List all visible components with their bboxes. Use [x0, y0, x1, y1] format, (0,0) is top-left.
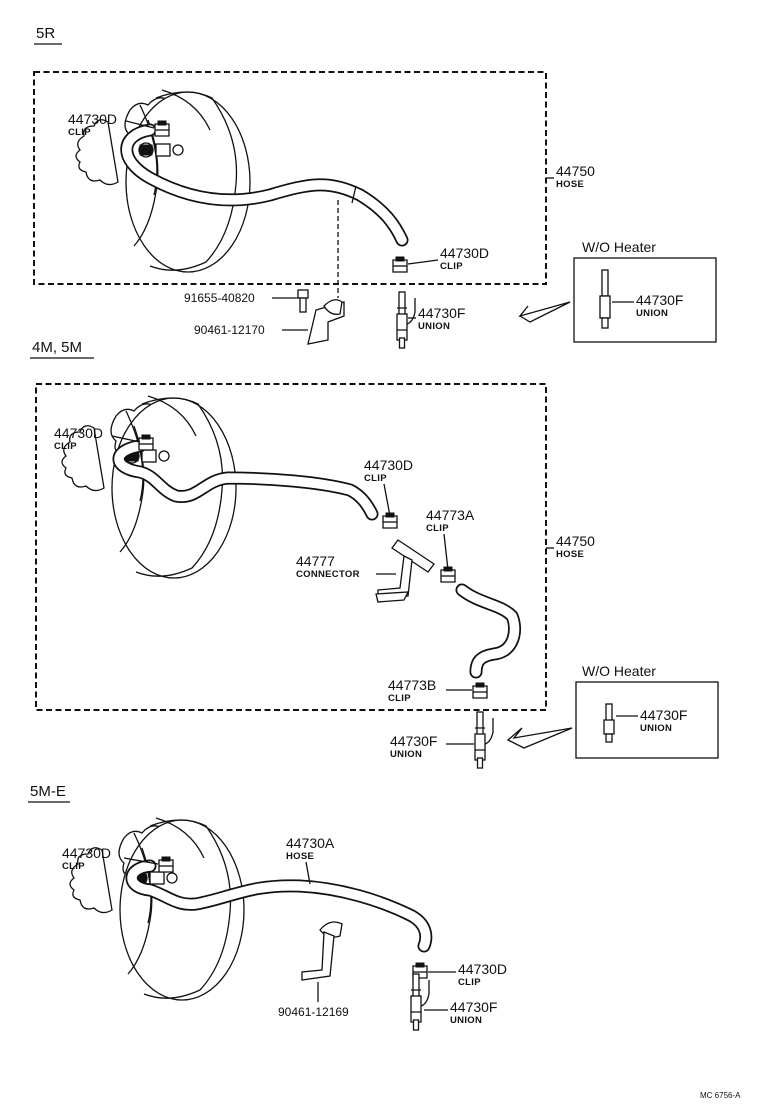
arrow-to-union	[518, 301, 571, 323]
svg-text:HOSE: HOSE	[286, 851, 314, 862]
hose-inner	[122, 125, 407, 245]
callout-union: 44730F UNION	[424, 999, 497, 1026]
callout-clip-end: 44730D CLIP	[428, 961, 507, 988]
svg-text:CLIP: CLIP	[364, 473, 387, 484]
union-44730f	[396, 291, 416, 349]
section-title: 5M-E	[30, 783, 66, 800]
callout-clip-top: 44730D CLIP	[54, 425, 141, 452]
bolt-91655	[297, 289, 309, 313]
svg-text:UNION: UNION	[636, 308, 668, 319]
svg-text:44730D: 44730D	[458, 961, 507, 977]
callout-clip-end: 44730D CLIP	[407, 245, 489, 272]
callout-union: 44730F UNION	[390, 733, 474, 760]
svg-text:44730D: 44730D	[54, 425, 103, 441]
callout-clip-top: 44730D CLIP	[62, 845, 159, 872]
svg-text:CLIP: CLIP	[54, 441, 77, 452]
svg-text:UNION: UNION	[450, 1015, 482, 1026]
svg-text:44773A: 44773A	[426, 507, 475, 523]
svg-text:UNION: UNION	[390, 749, 422, 760]
svg-text:90461-12169: 90461-12169	[278, 1005, 349, 1019]
callout-bracket: 90461-12169	[278, 982, 349, 1019]
svg-text:44730D: 44730D	[68, 111, 117, 127]
section-5m-e: 5M-E 44730D CLIP 44730A HOSE 44730D CLIP	[28, 783, 507, 1031]
callout-clip-a: 44773A CLIP	[426, 507, 475, 571]
callout-bolt: 91655-40820	[184, 291, 298, 305]
svg-text:CLIP: CLIP	[68, 127, 91, 138]
callout-clip-top: 44730D CLIP	[68, 111, 155, 138]
svg-text:44773B: 44773B	[388, 677, 436, 693]
svg-text:CLIP: CLIP	[458, 977, 481, 988]
callout-clip-b: 44773B CLIP	[388, 677, 472, 704]
section-title: 4M, 5M	[32, 339, 82, 356]
svg-text:44730F: 44730F	[390, 733, 437, 749]
arrow-to-union	[506, 727, 573, 749]
callout-bracket: 90461-12170	[194, 323, 308, 337]
svg-text:44750: 44750	[556, 533, 595, 549]
union-inset	[599, 269, 611, 329]
hose-inner	[457, 585, 520, 677]
wo-heater-inset: W/O Heater 44730F UNION	[506, 663, 719, 759]
svg-text:44730F: 44730F	[418, 305, 465, 321]
svg-text:91655-40820: 91655-40820	[184, 291, 255, 305]
svg-text:44750: 44750	[556, 163, 595, 179]
callout-hose: 44730A HOSE	[286, 835, 335, 885]
callout-clip-mid: 44730D CLIP	[364, 457, 413, 517]
callout-connector: 44777 CONNECTOR	[296, 553, 396, 580]
svg-text:CLIP: CLIP	[440, 261, 463, 272]
svg-text:HOSE: HOSE	[556, 179, 584, 190]
svg-text:44730D: 44730D	[62, 845, 111, 861]
svg-text:44730F: 44730F	[450, 999, 497, 1015]
section-4m-5m: 4M, 5M 44730D CLIP 44730D CLIP	[30, 339, 719, 769]
svg-text:44730F: 44730F	[640, 707, 687, 723]
svg-text:44730F: 44730F	[636, 292, 683, 308]
callout-hose: 44750 HOSE	[546, 163, 595, 190]
hose-inner	[127, 861, 431, 951]
hose-marking	[351, 185, 357, 204]
svg-text:HOSE: HOSE	[556, 549, 584, 560]
union-44730f	[474, 711, 494, 769]
svg-text:90461-12170: 90461-12170	[194, 323, 265, 337]
callout-union: 44730F UNION	[408, 305, 465, 332]
bracket-90461-12170	[307, 299, 345, 345]
svg-text:44730A: 44730A	[286, 835, 335, 851]
section-5r: 5R 44730D CLIP 44750 HOSE	[33, 25, 717, 349]
svg-text:CONNECTOR: CONNECTOR	[296, 569, 360, 580]
svg-text:CLIP: CLIP	[388, 693, 411, 704]
connector-44777	[375, 539, 435, 603]
hose-inner	[114, 441, 377, 519]
union-inset	[603, 703, 615, 743]
svg-text:UNION: UNION	[418, 321, 450, 332]
svg-text:UNION: UNION	[640, 723, 672, 734]
svg-text:44730D: 44730D	[440, 245, 489, 261]
svg-text:CLIP: CLIP	[426, 523, 449, 534]
clip-44730d-end	[392, 256, 408, 273]
clip-44773b	[472, 682, 488, 699]
svg-text:CLIP: CLIP	[62, 861, 85, 872]
union-44730f	[410, 973, 430, 1031]
wo-heater-inset: W/O Heater 44730F UNION	[518, 239, 717, 343]
section-title: 5R	[36, 25, 55, 42]
svg-text:44730D: 44730D	[364, 457, 413, 473]
svg-text:44777: 44777	[296, 553, 335, 569]
drawing-code: MC 6756-A	[700, 1091, 741, 1100]
svg-text:W/O Heater: W/O Heater	[582, 239, 656, 255]
svg-text:W/O Heater: W/O Heater	[582, 663, 656, 679]
callout-hose: 44750 HOSE	[546, 533, 595, 560]
bracket-90461-12169	[301, 921, 343, 981]
